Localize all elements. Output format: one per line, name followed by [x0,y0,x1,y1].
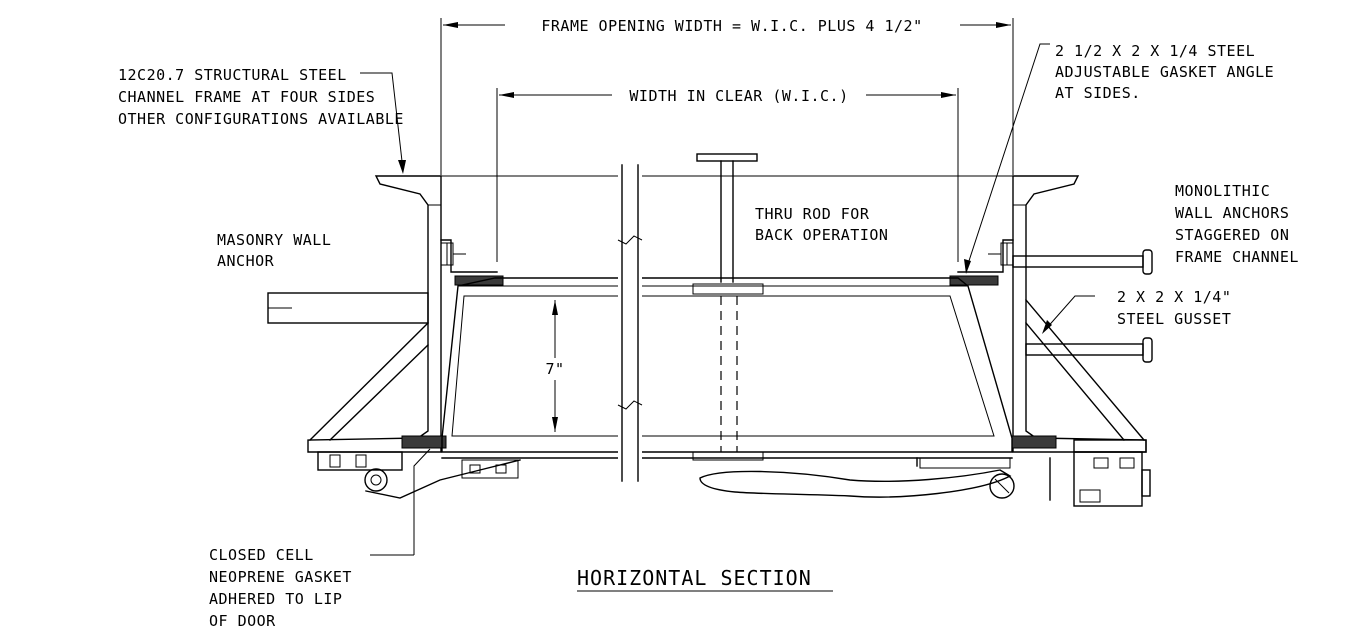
masonry-wall-anchor [267,292,429,324]
masonry-anchor-callout: MASONRY WALL ANCHOR [217,231,331,270]
frame-opening-label: FRAME OPENING WIDTH = W.I.C. PLUS 4 1/2" [541,17,922,35]
monolithic-line-4: FRAME CHANNEL [1175,248,1299,266]
monolithic-line-3: STAGGERED ON [1175,226,1289,244]
channel-frame-line-3: OTHER CONFIGURATIONS AVAILABLE [118,110,404,128]
masonry-line-1: MASONRY WALL [217,231,331,249]
depth-dimension: 7" [540,300,570,432]
right-gasket-angle [957,239,1014,273]
neoprene-gasket-callout: CLOSED CELL NEOPRENE GASKET ADHERED TO L… [209,546,352,630]
thru-rod [692,153,764,461]
gasket-angle-line-1: 2 1/2 X 2 X 1/4 STEEL [1055,42,1255,60]
thru-rod-callout: THRU ROD FOR BACK OPERATION [755,205,888,244]
left-bottom-gasket [401,435,447,449]
left-channel-frame [307,175,442,453]
frame-opening-dimension: FRAME OPENING WIDTH = W.I.C. PLUS 4 1/2" [440,17,1014,175]
leader-lines [360,43,1095,556]
right-steel-gusset [1025,299,1145,441]
right-bottom-gasket [1011,435,1057,449]
break-lines [617,164,643,482]
width-in-clear-dimension: WIDTH IN CLEAR (W.I.C.) [496,87,959,262]
gusset-callout: 2 X 2 X 1/4" STEEL GUSSET [1117,288,1231,328]
right-hinge-assembly [919,439,1151,507]
neoprene-line-1: CLOSED CELL [209,546,314,564]
monolithic-anchors-callout: MONOLITHIC WALL ANCHORS STAGGERED ON FRA… [1175,182,1299,266]
gusset-line-2: STEEL GUSSET [1117,310,1231,328]
masonry-line-2: ANCHOR [217,252,275,270]
gusset-line-1: 2 X 2 X 1/4" [1117,288,1231,306]
door-handle [699,457,1051,501]
neoprene-line-3: ADHERED TO LIP [209,590,342,608]
section-title-text: HORIZONTAL SECTION [577,566,812,590]
channel-frame-callout: 12C20.7 STRUCTURAL STEEL CHANNEL FRAME A… [118,66,404,128]
door-leaf [441,277,1013,459]
neoprene-line-2: NEOPRENE GASKET [209,568,352,586]
monolithic-line-1: MONOLITHIC [1175,182,1270,200]
thru-rod-line-1: THRU ROD FOR [755,205,870,223]
depth-label: 7" [545,360,564,378]
monolithic-line-2: WALL ANCHORS [1175,204,1289,222]
gasket-angle-callout: 2 1/2 X 2 X 1/4 STEEL ADJUSTABLE GASKET … [1055,42,1274,102]
gasket-angle-line-2: ADJUSTABLE GASKET ANGLE [1055,63,1274,81]
right-top-gasket [949,275,999,286]
left-steel-gusset [309,322,429,441]
width-in-clear-label: WIDTH IN CLEAR (W.I.C.) [629,87,848,105]
channel-frame-line-1: 12C20.7 STRUCTURAL STEEL [118,66,347,84]
left-hinge-assembly [317,451,521,499]
neoprene-line-4: OF DOOR [209,612,276,630]
left-top-gasket [454,275,504,286]
gasket-angle-line-3: AT SIDES. [1055,84,1141,102]
section-title: HORIZONTAL SECTION [577,566,833,592]
monolithic-wall-anchors [1012,249,1153,363]
channel-frame-line-2: CHANNEL FRAME AT FOUR SIDES [118,88,375,106]
left-gasket-angle [440,239,498,273]
thru-rod-line-2: BACK OPERATION [755,226,888,244]
